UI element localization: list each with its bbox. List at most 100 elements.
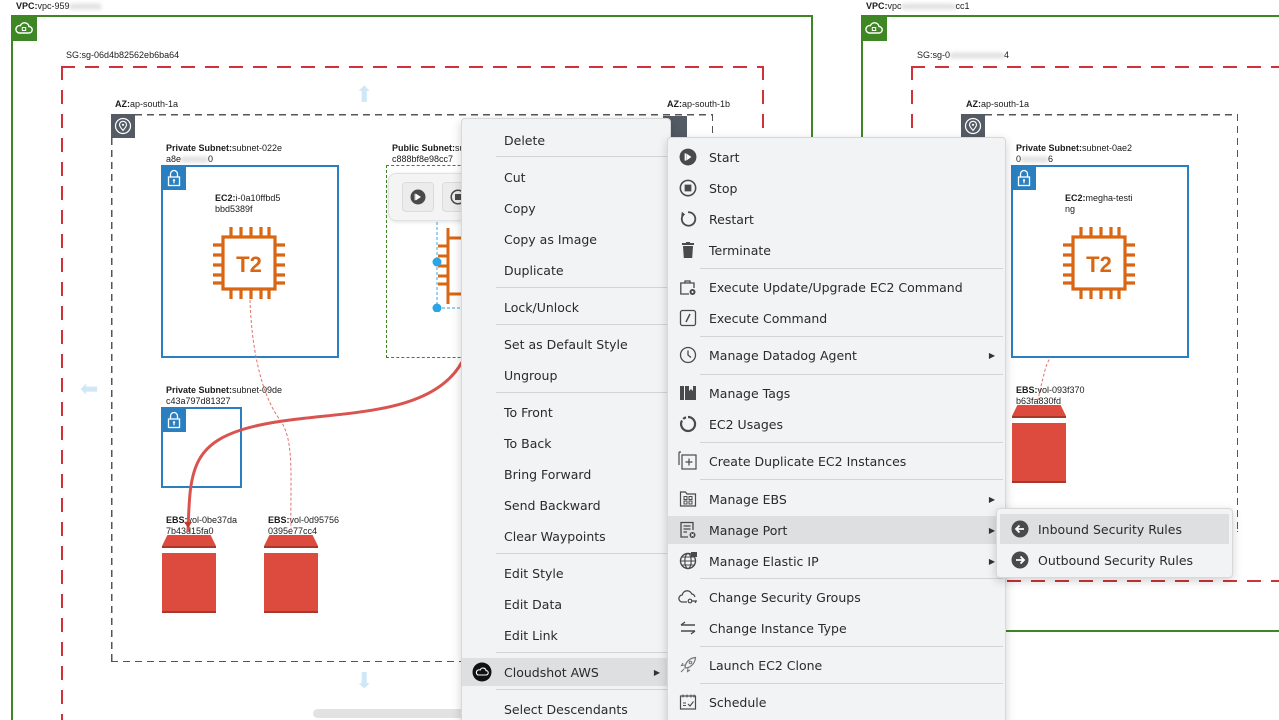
menu-item-manage-ebs[interactable]: Manage EBS ▶ [668,485,1005,513]
resize-handle[interactable] [432,303,442,313]
ec2-selected-icon[interactable] [420,222,470,312]
start-icon [678,147,698,167]
menu-item-send-backward[interactable]: Send Backward [504,497,601,513]
menu-item-delete[interactable]: Delete [504,132,546,148]
menu-item-cloudshot-aws[interactable]: Cloudshot AWS ▶ [462,658,670,686]
connector-selected-ebs1[interactable] [186,361,464,533]
cloudshot-icon [472,662,492,682]
private-subnet-right-label: Private Subnet:subnet-0ae2 0xxxxxx6 [1016,143,1133,164]
port-submenu: Inbound Security Rules Outbound Security… [996,508,1233,578]
menu-item-to-back[interactable]: To Back [504,435,552,451]
private-subnet-2[interactable] [161,407,242,488]
menu-item-change-security-groups[interactable]: Change Security Groups [668,583,1005,611]
move-down-arrow-icon[interactable]: ⬇ [355,668,374,693]
vpc-label-left: VPC:vpc-959xxxxxxx [16,1,102,11]
sg-label-left: SG:sg-06d4b82562eb6ba64 [66,50,180,60]
terminal-icon [678,308,698,328]
menu-separator [700,578,1003,579]
location-pin-icon [111,114,135,138]
menu-separator [700,442,1003,443]
menu-separator [700,374,1003,375]
menu-item-duplicate[interactable]: Duplicate [504,262,564,278]
ebs-volume-icon[interactable] [1012,405,1066,483]
menu-item-manage-datadog-agent[interactable]: Manage Datadog Agent ▶ [668,341,1005,369]
menu-item-cut[interactable]: Cut [504,169,526,185]
menu-item-ungroup[interactable]: Ungroup [504,367,558,383]
submenu-arrow-icon: ▶ [988,494,995,504]
vpc-cloud-icon [861,15,887,41]
connector-ec2-ebs2[interactable] [249,299,292,531]
start-icon [410,189,426,205]
menu-item-stop[interactable]: Stop [668,174,1005,202]
menu-separator [700,479,1003,480]
menu-item-edit-style[interactable]: Edit Style [504,565,564,581]
calendar-icon [678,692,698,712]
menu-separator [496,689,668,690]
menu-separator [700,336,1003,337]
menu-item-change-instance-type[interactable]: Change Instance Type [668,614,1005,642]
ebs-folder-icon [678,489,698,509]
menu-item-bring-forward[interactable]: Bring Forward [504,466,592,482]
menu-item-select-descendants[interactable]: Select Descendants [504,701,628,717]
private-subnet-right[interactable] [1011,165,1189,358]
menu-item-schedule[interactable]: Schedule [668,688,1005,716]
cloud-key-icon [678,587,698,607]
menu-item-copy[interactable]: Copy [504,200,536,216]
menu-item-set-default-style[interactable]: Set as Default Style [504,336,628,352]
horizontal-scrollbar[interactable] [313,709,473,718]
menu-item-launch-ec2-clone[interactable]: Launch EC2 Clone [668,651,1005,679]
menu-item-execute-update-upgrade[interactable]: Execute Update/Upgrade EC2 Command [668,273,1005,301]
port-doc-icon [678,520,698,540]
context-menu: Delete Cut Copy Copy as Image Duplicate … [461,118,671,720]
usage-ring-icon [678,414,698,434]
move-up-arrow-icon[interactable]: ⬆ [355,82,374,107]
menu-separator [496,324,668,325]
connector-arrowhead [184,522,192,528]
menu-item-manage-port[interactable]: Manage Port ▶ [668,516,1005,544]
private-subnet-1-label: Private Subnet:subnet-022e a8exxxxxx0 [166,143,283,164]
menu-item-manage-elastic-ip[interactable]: Manage Elastic IP ▶ [668,547,1005,575]
ec2-instance-icon[interactable]: T2 [209,223,289,303]
trash-icon [678,240,698,260]
menu-item-create-duplicate-ec2[interactable]: Create Duplicate EC2 Instances [668,447,1005,475]
menu-item-copy-as-image[interactable]: Copy as Image [504,231,597,247]
menu-item-lock-unlock[interactable]: Lock/Unlock [504,299,580,315]
menu-separator [496,287,668,288]
move-left-arrow-icon[interactable]: ⬅ [80,376,99,401]
lock-icon [162,166,186,190]
location-pin-icon [961,114,985,138]
menu-item-manage-tags[interactable]: Manage Tags [668,379,1005,407]
arrow-right-circle-icon [1010,550,1030,570]
clock-icon [678,345,698,365]
menu-item-clear-waypoints[interactable]: Clear Waypoints [504,528,606,544]
ec2-instance-icon[interactable]: T2 [1059,223,1139,303]
menu-item-inbound-security-rules[interactable]: Inbound Security Rules [1000,514,1229,544]
menu-item-edit-link[interactable]: Edit Link [504,627,558,643]
ebs-volume-icon[interactable] [162,535,216,613]
menu-item-terminate[interactable]: Terminate [668,236,1005,264]
submenu-arrow-icon: ▶ [988,350,995,360]
menu-item-edit-data[interactable]: Edit Data [504,596,563,612]
ec2-type-text: T2 [236,252,262,277]
menu-item-start[interactable]: Start [668,143,1005,171]
ebs-volume-icon[interactable] [264,535,318,613]
menu-item-execute-command[interactable]: Execute Command [668,304,1005,332]
lock-icon [1012,166,1036,190]
lock-icon [162,408,186,432]
menu-item-restart[interactable]: Restart [668,205,1005,233]
rocket-icon [678,655,698,675]
menu-item-to-front[interactable]: To Front [504,404,553,420]
duplicate-icon [678,451,698,471]
resize-handle[interactable] [432,257,442,267]
private-subnet-1[interactable] [161,165,339,358]
vpc-label-right: VPC:vpcxxxxxxxxxxxxcc1 [866,1,970,11]
quick-start-button[interactable] [402,182,434,212]
menu-item-ec2-usages[interactable]: EC2 Usages [668,410,1005,438]
menu-separator [700,683,1003,684]
menu-item-outbound-security-rules[interactable]: Outbound Security Rules [1000,545,1229,575]
